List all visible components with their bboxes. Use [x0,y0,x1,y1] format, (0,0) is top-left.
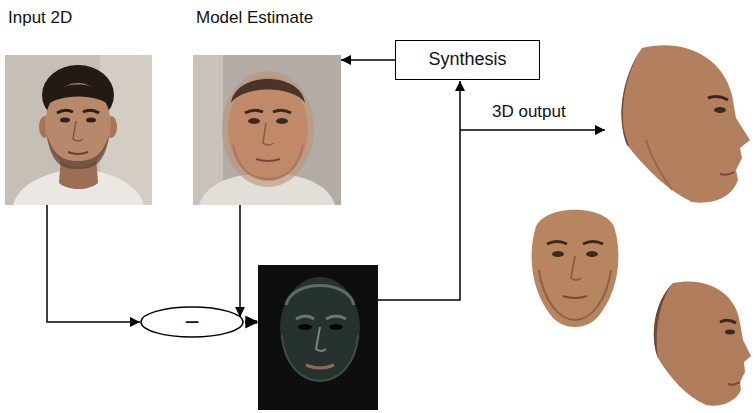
node-text: − [184,309,199,335]
face-3d-right-view-part [622,48,642,146]
input-photo [5,55,152,205]
model-estimate-photo-part [245,110,263,113]
flow-arrow [239,205,241,317]
flow-arrow [341,59,395,61]
residual-image-part [329,324,343,330]
input-photo-part [86,118,96,123]
model-estimate-photo-part [273,110,291,113]
face-3d-side-view-part [654,283,673,358]
node-text: Synthesis [428,49,506,71]
residual-image-part [258,265,378,410]
face-3d-front-view-part [571,256,581,280]
photo-panel: Input 2D [5,5,153,205]
input-photo-part [45,85,111,108]
residual-image-part [306,365,334,368]
face-3d-side-view-part [725,330,735,335]
face-3d-side-view-part [720,320,736,323]
input-photo-part [68,152,88,154]
face-3d-front-view-part [552,251,564,257]
face-3d-front-view-part [583,242,603,245]
model-estimate-photo-part [276,118,288,124]
model-estimate-photo [193,55,341,205]
face-3d-right-view-part [646,140,672,190]
residual-image [258,265,378,410]
input-photo-part [73,121,83,141]
model-estimate-photo-part [193,55,223,205]
ellipse-outline-shape [141,307,243,337]
face-3d-side-view [654,281,751,405]
face-3d-front-view-part [532,210,619,327]
input-photo-part [83,110,99,113]
model-estimate-photo-part [193,55,341,205]
output-label: 3D output [492,102,566,122]
residual-image-part [282,335,358,381]
residual-image-part [280,277,360,381]
face-3d-front-view-part [547,242,567,245]
model-estimate-photo-part [256,159,280,161]
face-3d-side-view-part [728,382,740,385]
face-3d-right-view-part [622,45,750,202]
face-3d-side-view-part [654,281,751,405]
signal-wires-part [245,320,257,324]
face-3d-front-view-part [586,251,598,257]
input-photo-part [5,55,152,205]
model-estimate-photo-part [248,118,260,124]
flow-arrow [47,205,140,322]
model-estimate-photo-part [222,71,314,187]
photo-panel: Model Estimate [193,5,341,205]
face-3d-front-view-part [539,270,611,320]
face-3d-right-view-part [708,96,728,100]
face-3d-right-view-part [720,172,734,175]
signal-wires-part [378,81,460,300]
panel-heading: Input 2D [8,8,72,28]
signal-wires-part [460,129,605,131]
process-box: Synthesis [395,40,540,80]
model-estimate-photo-part [233,145,303,179]
residual-image-part [316,327,326,351]
residual-image-part [298,324,312,330]
input-photo-part [57,110,73,113]
panel-heading: Model Estimate [196,8,313,28]
input-photo-part [47,135,109,169]
operator-ellipse: − [140,306,244,338]
face-3d-right-view [622,45,750,202]
face-3d-front-view-part [563,296,587,298]
face-3d-front-view [532,210,619,327]
model-estimate-photo-part [228,77,308,181]
input-photo-part [60,118,70,123]
model-estimate-photo-part [231,79,305,103]
model-estimate-photo-part [263,123,274,145]
signal-wires [245,81,605,322]
face-3d-right-view-part [714,107,726,113]
residual-image-part [296,316,346,319]
residual-image-part [286,286,354,306]
